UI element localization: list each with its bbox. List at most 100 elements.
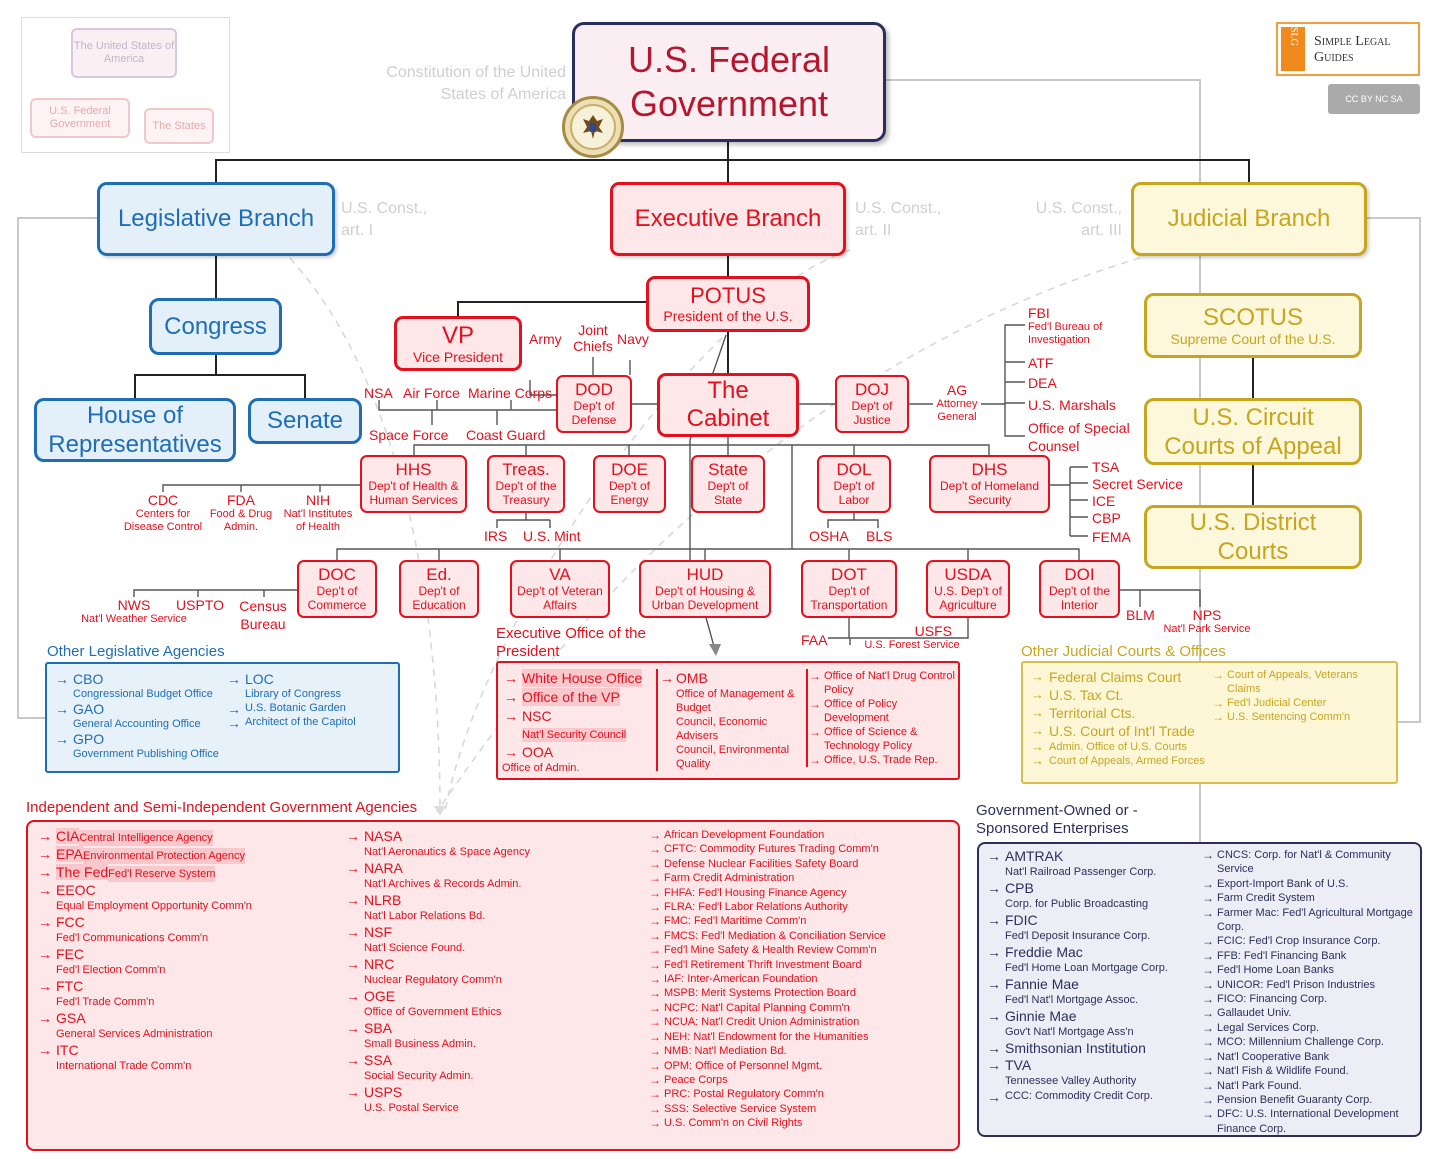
arrow-icon: → bbox=[809, 669, 821, 683]
arrow-icon: → bbox=[504, 744, 518, 760]
item-abbr: CPB bbox=[1005, 880, 1034, 896]
item-abbr: NSF bbox=[364, 924, 392, 940]
item-full: CCC: Commodity Credit Corp. bbox=[1005, 1090, 1153, 1102]
dea-label: DEA bbox=[1028, 375, 1057, 391]
item-full: Nat'l Science Found. bbox=[364, 942, 466, 954]
item-text: FMC: Fed'l Maritime Comm'n bbox=[664, 915, 807, 928]
item-text: FICO: Financing Corp. bbox=[1217, 993, 1328, 1006]
arrow-icon: → bbox=[987, 1040, 1001, 1056]
list-item: →Fed'l Retirement Thrift Investment Boar… bbox=[648, 958, 954, 972]
item-full: Congressional Budget Office bbox=[73, 688, 213, 700]
item-text: PRC: Postal Regulatory Comm'n bbox=[664, 1088, 824, 1101]
list-item: →CNCS: Corp. for Nat'l & Community Servi… bbox=[1201, 848, 1415, 877]
arrow-icon: → bbox=[1202, 1078, 1214, 1093]
list-item: →FHFA: Fed'l Housing Finance Agency bbox=[648, 886, 954, 900]
item-full: Environmental Protection Agency bbox=[82, 848, 246, 864]
arrow-icon: → bbox=[1202, 948, 1214, 963]
arrow-icon: → bbox=[809, 753, 821, 767]
arrow-icon: → bbox=[649, 943, 661, 958]
list-item: →Legal Services Corp. bbox=[1201, 1021, 1415, 1035]
vp-box: VP Vice President bbox=[394, 316, 522, 371]
list-item: →Defense Nuclear Facilities Safety Board bbox=[648, 857, 954, 871]
item-full: Fed'l Trade Comm'n bbox=[56, 996, 155, 1008]
item-text: NCPC: Nat'l Capital Planning Comm'n bbox=[664, 1001, 850, 1014]
osha-label: OSHA bbox=[809, 528, 849, 544]
house-box: House of Representatives bbox=[34, 398, 236, 462]
list-item: →The FedFed'l Reserve System bbox=[36, 864, 336, 882]
arrow-icon: → bbox=[649, 871, 661, 886]
nsa-label: NSA bbox=[364, 385, 393, 401]
arrow-icon: → bbox=[649, 842, 661, 857]
independent-col1: →CIACentral Intelligence Agency→EPAEnvir… bbox=[36, 828, 336, 1074]
circuit-courts-box: U.S. Circuit Courts of Appeal bbox=[1144, 398, 1362, 465]
arrow-icon: → bbox=[1202, 905, 1214, 920]
secret-service-label: Secret Service bbox=[1092, 476, 1184, 492]
executive-branch: Executive Branch bbox=[610, 182, 846, 256]
arrow-icon: → bbox=[1031, 753, 1044, 768]
list-item: →FCIC: Fed'l Crop Insurance Corp. bbox=[1201, 934, 1415, 948]
fda-label: FDA Food & Drug Admin. bbox=[209, 492, 273, 533]
list-item: →Fed'l Judicial Center bbox=[1211, 696, 1391, 710]
item-text: DFC: U.S. International Development Fina… bbox=[1217, 1108, 1399, 1135]
list-item: →FFB: Fed'l Financing Bank bbox=[1201, 949, 1415, 963]
arrow-icon: → bbox=[987, 848, 1001, 864]
item-full: Office of Management & Budget bbox=[676, 688, 795, 714]
other-legislative-title: Other Legislative Agencies bbox=[47, 643, 225, 660]
item-full: U.S. Botanic Garden bbox=[245, 702, 346, 714]
independent-panel: →CIACentral Intelligence Agency→EPAEnvir… bbox=[26, 820, 960, 1151]
item-text: African Development Foundation bbox=[664, 829, 825, 841]
hhs-box: HHS Dep't of Health & Human Services bbox=[360, 455, 467, 513]
item-text: U.S. Tax Ct. bbox=[1049, 687, 1124, 703]
independent-title: Independent and Semi-Independent Governm… bbox=[26, 799, 418, 816]
marshals-label: U.S. Marshals bbox=[1028, 397, 1116, 413]
arrow-icon: → bbox=[346, 860, 360, 876]
arrow-icon: → bbox=[504, 708, 518, 724]
list-item: →Office of Science & Technology Policy bbox=[808, 725, 956, 753]
arrow-icon: → bbox=[649, 828, 661, 842]
doe-box: DOE Dep't of Energy bbox=[593, 455, 666, 513]
item-text: Pension Benefit Guaranty Corp. bbox=[1217, 1093, 1373, 1106]
list-item: →EPAEnvironmental Protection Agency bbox=[36, 846, 336, 864]
other-judicial-col2: →Court of Appeals, Veterans Claims→Fed'l… bbox=[1211, 668, 1391, 724]
arrow-icon: → bbox=[660, 670, 674, 686]
item-text: CNCS: Corp. for Nat'l & Community Servic… bbox=[1217, 849, 1391, 876]
item-abbr: ITC bbox=[56, 1042, 79, 1058]
item-text: Nat'l Cooperative Bank bbox=[1217, 1050, 1330, 1063]
eop-col1: →White House Office→Office of the VP→NSC… bbox=[502, 669, 654, 775]
list-item: →Smithsonian Institution bbox=[985, 1040, 1199, 1057]
item-text: SSS: Selective Service System bbox=[664, 1102, 817, 1115]
page-title: U.S. Federal Government bbox=[627, 39, 831, 124]
ice-label: ICE bbox=[1092, 493, 1116, 509]
arrow-icon: → bbox=[1202, 1064, 1214, 1079]
list-item: →NMB: Nat'l Mediation Bd. bbox=[648, 1044, 954, 1058]
eop-panel: →White House Office→Office of the VP→NSC… bbox=[496, 661, 960, 780]
arrow-icon: → bbox=[38, 946, 52, 962]
item-abbr: Smithsonian Institution bbox=[1005, 1040, 1146, 1056]
item-text: U.S. Comm'n on Civil Rights bbox=[664, 1117, 803, 1130]
special-counsel-label: Office of Special Counsel bbox=[1028, 420, 1130, 454]
arrow-icon: → bbox=[346, 924, 360, 940]
item-text: Export-Import Bank of U.S. bbox=[1217, 877, 1349, 890]
item-full: Fed'l Home Loan Mortgage Corp. bbox=[1005, 962, 1168, 974]
list-item: →U.S. Tax Ct. bbox=[1029, 686, 1211, 704]
item-full: General Accounting Office bbox=[73, 718, 201, 730]
judicial-branch: Judicial Branch bbox=[1131, 182, 1367, 256]
list-item: →White House Office bbox=[502, 669, 654, 688]
army-label: Army bbox=[529, 331, 562, 347]
list-item: →NCUA: Nat'l Credit Union Administration bbox=[648, 1015, 954, 1029]
item-full: Tennessee Valley Authority bbox=[1005, 1075, 1137, 1087]
va-box: VA Dep't of Veteran Affairs bbox=[510, 560, 610, 618]
item-full: Architect of the Capitol bbox=[245, 716, 356, 728]
logo-line2: Guides bbox=[1314, 50, 1354, 65]
list-item: →FICO: Financing Corp. bbox=[1201, 992, 1415, 1006]
item-abbr: Fannie Mae bbox=[1005, 976, 1079, 992]
item-text: NSC bbox=[522, 708, 552, 724]
item-abbr: GAO bbox=[73, 701, 105, 717]
